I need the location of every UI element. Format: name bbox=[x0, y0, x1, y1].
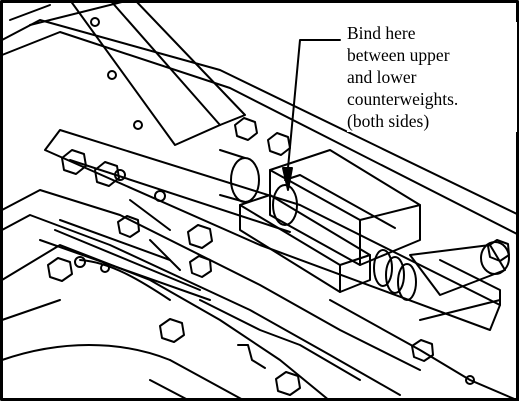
lower-frame bbox=[1, 189, 519, 401]
leader-arrowhead bbox=[282, 167, 293, 191]
bolt-head bbox=[234, 117, 258, 141]
bolt-head bbox=[487, 239, 510, 262]
spring-slats bbox=[39, 199, 211, 301]
bolt-head bbox=[275, 371, 301, 396]
bolt-head bbox=[47, 257, 73, 282]
callout-line: between upper bbox=[347, 45, 450, 65]
right-link bbox=[409, 241, 510, 321]
mast-hole bbox=[90, 17, 100, 27]
bolt-head bbox=[189, 255, 212, 278]
mast-arm bbox=[69, 0, 246, 146]
callout-line: (both sides) bbox=[347, 111, 430, 131]
callout-leader bbox=[282, 39, 341, 191]
callout-line: and lower bbox=[347, 67, 417, 87]
bolt-head bbox=[187, 224, 213, 249]
bolt-head bbox=[94, 161, 120, 187]
lower-counterweight bbox=[239, 194, 371, 293]
bolt-head bbox=[117, 215, 140, 238]
bolt-head bbox=[61, 149, 87, 175]
bolt-head bbox=[411, 339, 434, 362]
callout-text: Bind here between upper and lower counte… bbox=[347, 22, 517, 132]
link-plate bbox=[44, 129, 501, 331]
bolt-head bbox=[159, 318, 185, 343]
mast-hole bbox=[107, 70, 117, 80]
link-hole bbox=[114, 169, 126, 181]
roller-cylinders bbox=[219, 149, 417, 301]
link-hole bbox=[154, 190, 166, 202]
callout-line: counterweights. bbox=[347, 89, 459, 109]
mast-hole bbox=[133, 120, 143, 130]
bolt-head bbox=[267, 132, 291, 156]
callout-line: Bind here bbox=[347, 23, 416, 43]
